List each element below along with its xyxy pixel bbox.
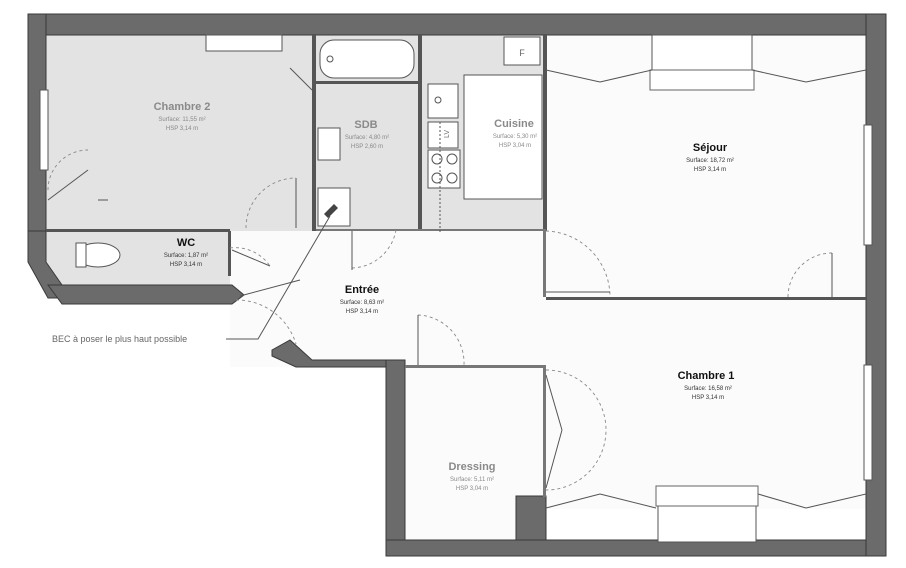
chambre2-area	[46, 35, 314, 231]
washbasin-sdb	[317, 127, 341, 161]
wall-sdb-cuisine	[418, 35, 422, 231]
room-surface-entree: Surface: 8,63 m²	[340, 300, 384, 306]
wall-top	[27, 13, 887, 36]
room-surface-sejour: Surface: 18,72 m²	[686, 158, 734, 164]
chambre1-area	[546, 299, 866, 509]
kitchen-counter	[463, 74, 543, 200]
door-swings	[47, 67, 833, 491]
window-sejour-radiator	[649, 69, 755, 91]
room-name-chambre2: Chambre 2	[154, 101, 211, 113]
wall-entree-right	[543, 231, 546, 297]
wall-chambre2-sdb	[312, 35, 316, 231]
room-surface-dressing: Surface: 5,11 m²	[450, 477, 494, 483]
wall-bottom	[385, 539, 887, 557]
kitchen-sink	[427, 83, 459, 119]
wall-left-lower	[385, 359, 406, 557]
wall-dressing-chambre1	[543, 367, 546, 497]
room-hsp-chambre2: HSP 3,14 m	[166, 126, 198, 132]
window-chambre2-left	[39, 89, 49, 171]
window-chambre1-radiator	[655, 485, 759, 507]
window-sejour-top	[651, 34, 753, 72]
room-surface-wc: Surface: 1,87 m²	[164, 253, 208, 259]
room-name-wc: WC	[177, 237, 195, 249]
room-name-sejour: Séjour	[693, 142, 728, 154]
room-hsp-wc: HSP 3,14 m	[170, 262, 202, 268]
interior-walls	[46, 35, 866, 497]
wall-wc-bottom	[47, 284, 245, 305]
sink-label: LV	[444, 130, 451, 138]
room-hsp-cuisine: HSP 3,04 m	[499, 143, 531, 149]
room-surface-chambre2: Surface: 11,55 m²	[158, 117, 205, 123]
wall-sejour-chambre1	[546, 297, 866, 300]
room-name-cuisine: Cuisine	[494, 118, 534, 130]
room-name-sdb: SDB	[354, 119, 377, 131]
fixtures	[75, 36, 543, 268]
window-chambre2-top	[205, 34, 283, 52]
wall-chambre2-wc	[46, 229, 230, 232]
window-chambre1-right	[863, 364, 873, 481]
window-sejour-right	[863, 124, 873, 246]
bec-leader-line	[226, 215, 331, 340]
bec-icon	[324, 204, 338, 218]
room-name-chambre1: Chambre 1	[678, 370, 735, 382]
room-name-entree: Entrée	[345, 284, 379, 296]
windows	[39, 34, 873, 543]
bathtub	[319, 39, 415, 79]
wall-entree-top	[316, 229, 546, 231]
wall-entree-dressing	[405, 365, 546, 368]
fridge-label: F	[519, 48, 525, 58]
room-hsp-entree: HSP 3,14 m	[346, 309, 378, 315]
wall-dressing-corner	[515, 495, 547, 541]
room-surface-cuisine: Surface: 5,30 m²	[493, 134, 537, 140]
room-hsp-sejour: HSP 3,14 m	[694, 167, 726, 173]
bec-note: BEC à poser le plus haut possible	[52, 334, 187, 344]
room-surface-sdb: Surface: 4,80 m²	[345, 135, 389, 141]
room-name-dressing: Dressing	[448, 461, 495, 473]
fridge	[503, 36, 541, 66]
wall-sdb-bath	[316, 81, 418, 84]
room-labels: Chambre 2 Surface: 11,55 m² HSP 3,14 m S…	[154, 101, 735, 492]
wall-wc-entree	[228, 231, 231, 276]
wall-cuisine-sejour	[543, 35, 547, 231]
room-hsp-sdb: HSP 2,60 m	[351, 144, 383, 150]
dishwasher	[427, 121, 459, 149]
room-hsp-chambre1: HSP 3,14 m	[692, 395, 724, 401]
exterior-walls	[27, 13, 887, 557]
room-surface-chambre1: Surface: 16,58 m²	[684, 386, 732, 392]
room-hsp-dressing: HSP 3,04 m	[456, 486, 488, 492]
